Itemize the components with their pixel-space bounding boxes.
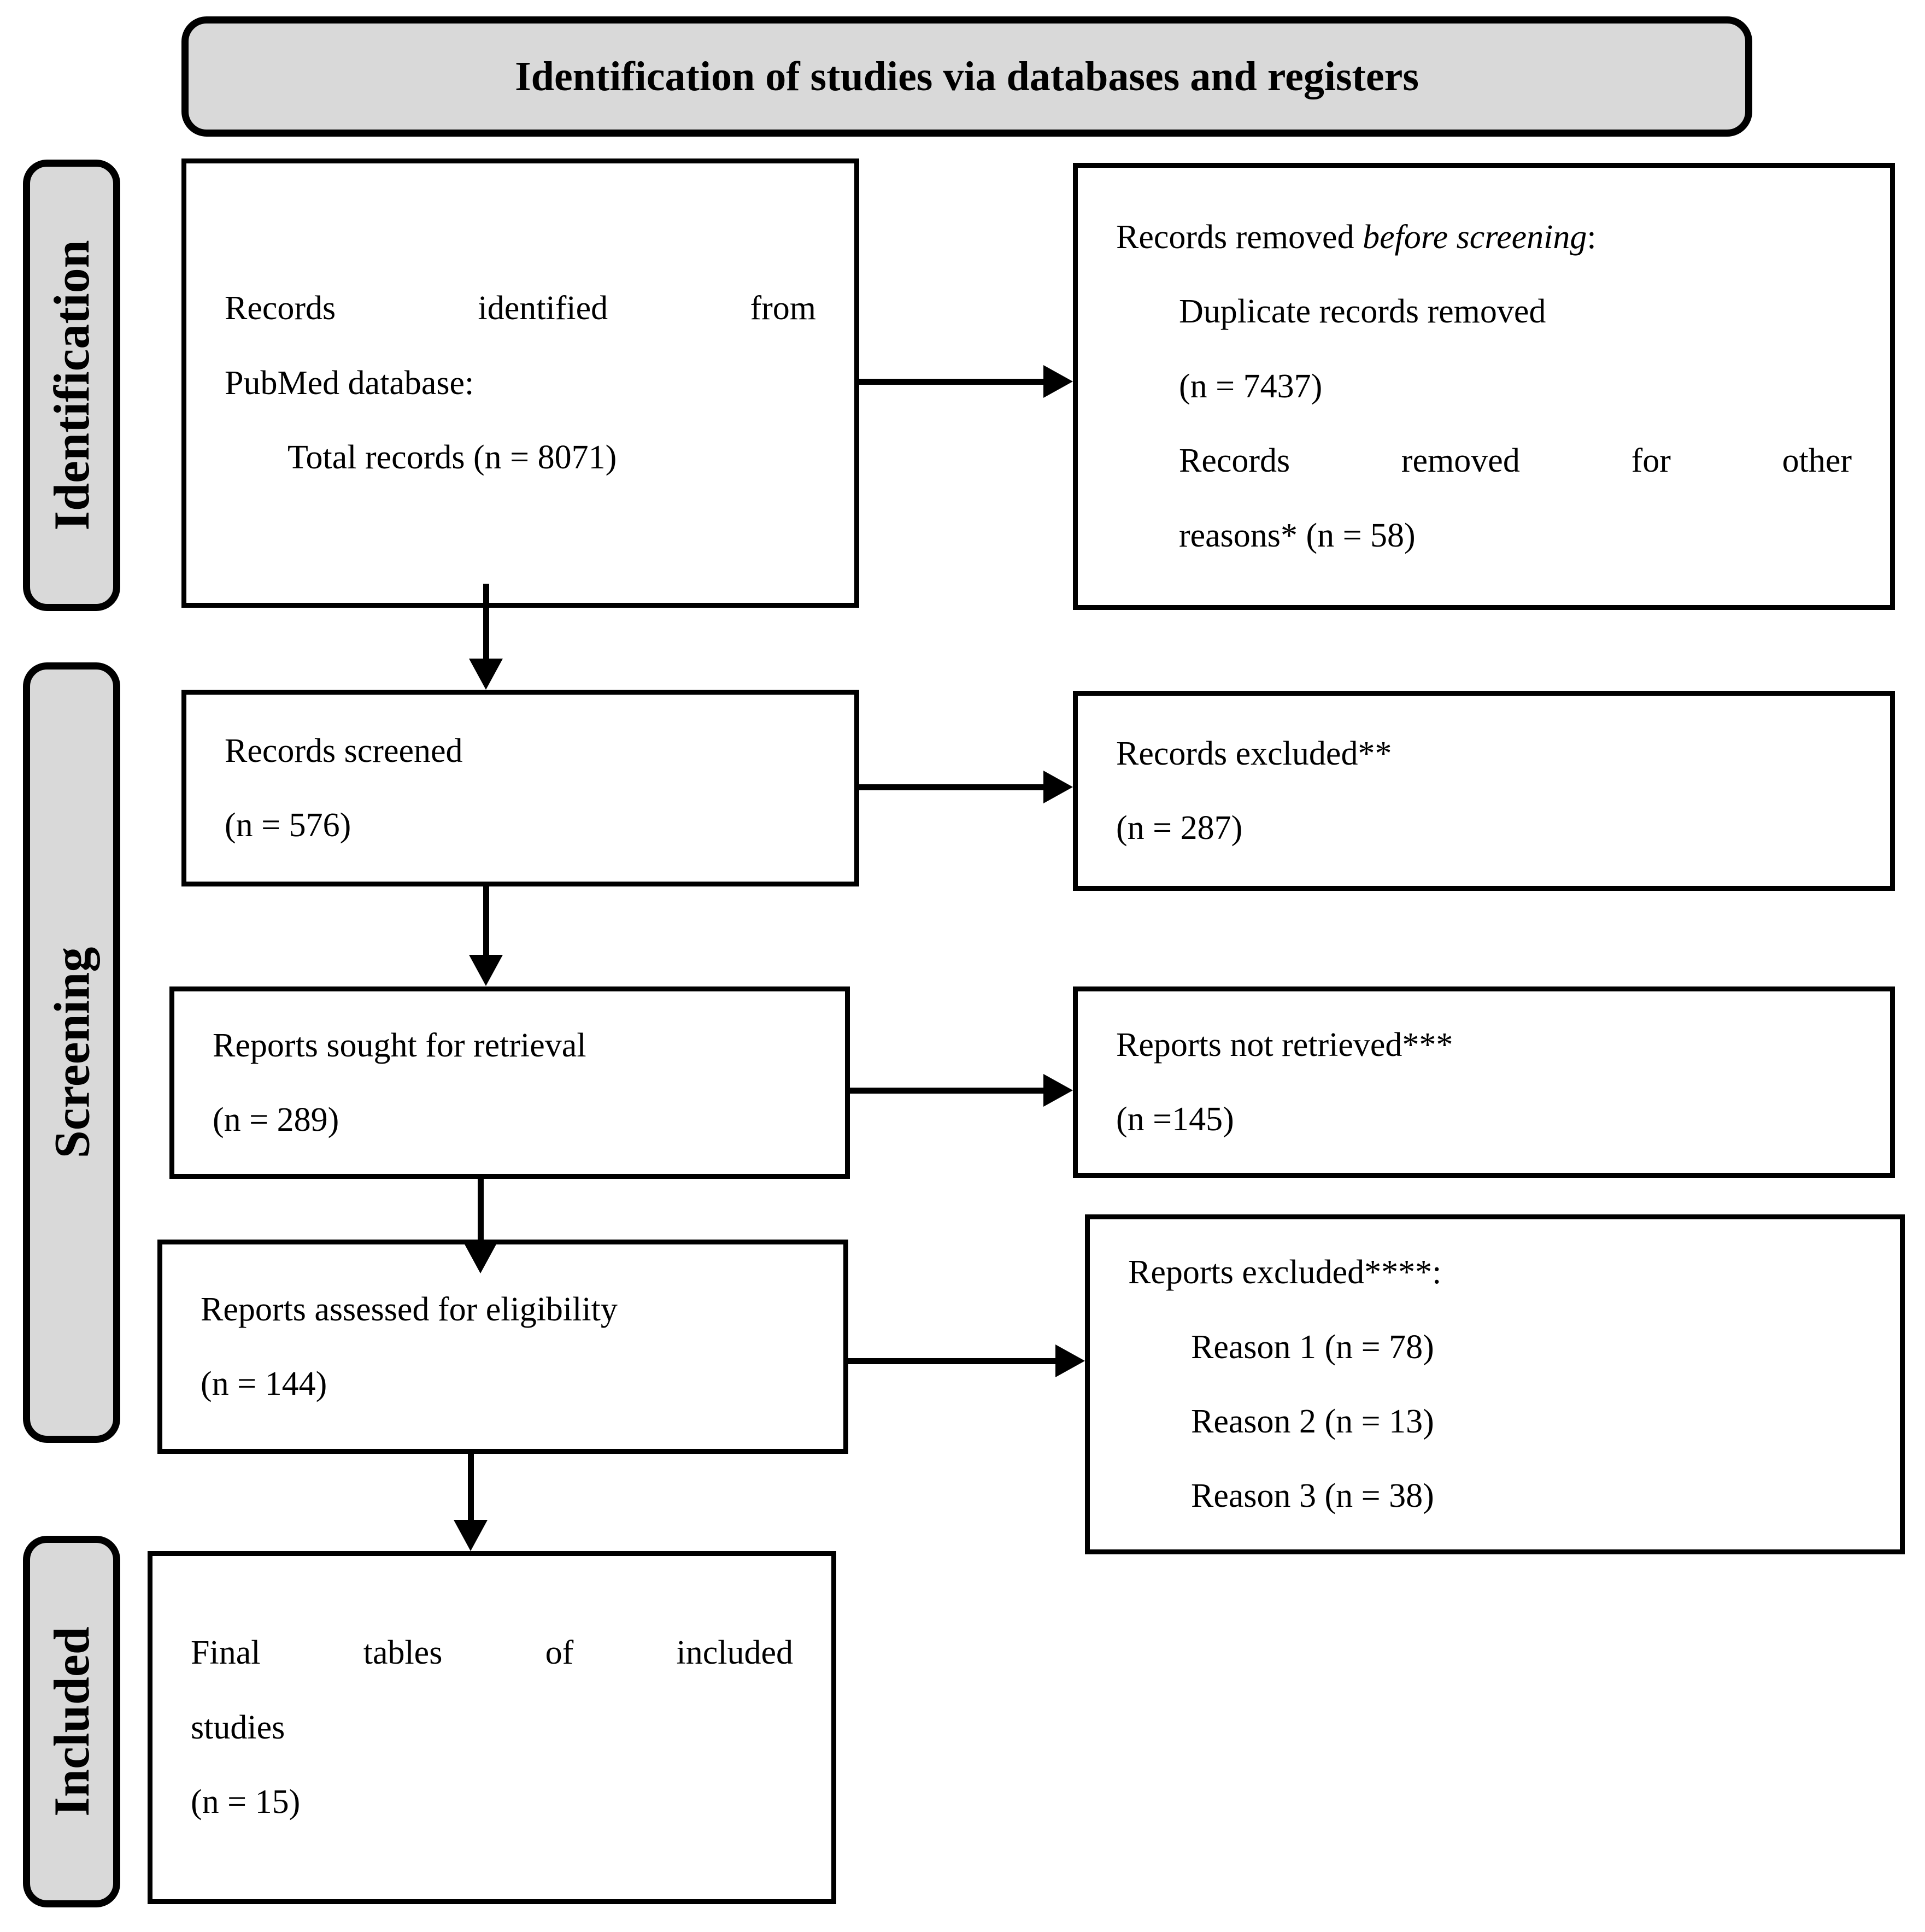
final-tables-line1: Final tables of included bbox=[191, 1634, 793, 1672]
arrow-identified-to-removed bbox=[859, 365, 1073, 398]
box-records-screened: Records screened (n = 576) bbox=[181, 690, 859, 886]
box-records-removed: Records removed before screening: Duplic… bbox=[1073, 163, 1895, 610]
arrow-shaft bbox=[859, 379, 1047, 385]
final-tables-line2: studies bbox=[191, 1708, 285, 1746]
final-tables-line3: (n = 15) bbox=[191, 1783, 301, 1821]
box-reports-excluded: Reports excluded****: Reason 1 (n = 78) … bbox=[1085, 1214, 1905, 1554]
arrow-sought-to-assessed bbox=[463, 1174, 497, 1273]
box-reports-not-retrieved: Reports not retrieved*** (n =145) bbox=[1073, 986, 1895, 1178]
arrow-identified-to-screened bbox=[469, 584, 503, 690]
reports-not-retrieved-line2: (n =145) bbox=[1116, 1101, 1234, 1138]
reports-excluded-line4: Reason 3 (n = 38) bbox=[1191, 1477, 1434, 1515]
title-banner: Identification of studies via databases … bbox=[181, 16, 1752, 137]
arrow-head-icon bbox=[1043, 365, 1073, 398]
records-removed-line5: reasons* (n = 58) bbox=[1179, 516, 1416, 554]
arrow-shaft bbox=[850, 1088, 1047, 1094]
phase-band-included: Included bbox=[23, 1536, 120, 1907]
arrow-head-icon bbox=[463, 1242, 497, 1273]
arrow-screened-to-excluded bbox=[859, 771, 1073, 803]
arrow-shaft bbox=[483, 886, 489, 958]
reports-not-retrieved-line1: Reports not retrieved*** bbox=[1116, 1026, 1453, 1064]
records-removed-line4: Records removed for other bbox=[1179, 442, 1852, 480]
records-removed-line1-suffix: : bbox=[1587, 219, 1597, 256]
phase-band-identification: Identification bbox=[23, 160, 120, 611]
phase-label-identification: Identification bbox=[44, 240, 99, 531]
records-removed-line3: (n = 7437) bbox=[1179, 367, 1323, 405]
arrow-assessed-to-excluded bbox=[848, 1344, 1085, 1377]
records-screened-line1: Records screened bbox=[225, 732, 463, 770]
box-records-excluded: Records excluded** (n = 287) bbox=[1073, 691, 1895, 891]
arrow-head-icon bbox=[1043, 1074, 1073, 1107]
box-records-identified: Records identified from PubMed database:… bbox=[181, 158, 859, 608]
phase-band-screening: Screening bbox=[23, 662, 120, 1443]
reports-assessed-line2: (n = 144) bbox=[201, 1365, 327, 1402]
reports-sought-line1: Reports sought for retrieval bbox=[213, 1026, 586, 1064]
records-removed-line2: Duplicate records removed bbox=[1179, 293, 1546, 331]
arrow-head-icon bbox=[1043, 771, 1073, 803]
arrow-head-icon bbox=[469, 955, 503, 986]
records-excluded-line1: Records excluded** bbox=[1116, 735, 1392, 772]
arrow-head-icon bbox=[454, 1520, 488, 1551]
records-identified-line3: Total records (n = 8071) bbox=[287, 439, 617, 477]
arrow-assessed-to-final bbox=[454, 1449, 488, 1551]
arrow-screened-to-sought bbox=[469, 886, 503, 986]
reports-excluded-line1: Reports excluded****: bbox=[1128, 1254, 1442, 1291]
records-screened-line2: (n = 576) bbox=[225, 807, 351, 844]
arrow-head-icon bbox=[469, 659, 503, 690]
box-reports-sought: Reports sought for retrieval (n = 289) bbox=[169, 986, 850, 1179]
arrow-shaft bbox=[478, 1174, 484, 1245]
reports-excluded-line2: Reason 1 (n = 78) bbox=[1191, 1328, 1434, 1366]
reports-assessed-line1: Reports assessed for eligibility bbox=[201, 1290, 618, 1328]
arrow-shaft bbox=[483, 584, 489, 661]
records-identified-line2: PubMed database: bbox=[225, 364, 474, 402]
diagram-title: Identification of studies via databases … bbox=[515, 53, 1419, 99]
records-removed-line1: Records removed before screening: bbox=[1116, 200, 1852, 274]
reports-sought-line2: (n = 289) bbox=[213, 1101, 339, 1138]
records-removed-line1-italic: before screening bbox=[1363, 219, 1587, 256]
arrow-sought-to-not-retrieved bbox=[850, 1074, 1073, 1107]
arrow-shaft bbox=[848, 1358, 1059, 1364]
records-removed-line1-prefix: Records removed bbox=[1116, 219, 1363, 256]
records-excluded-line2: (n = 287) bbox=[1116, 809, 1243, 847]
box-reports-assessed: Reports assessed for eligibility (n = 14… bbox=[157, 1240, 848, 1454]
arrow-shaft bbox=[859, 784, 1047, 790]
reports-excluded-line3: Reason 2 (n = 13) bbox=[1191, 1403, 1434, 1440]
records-identified-line1: Records identified from bbox=[225, 290, 816, 327]
phase-label-included: Included bbox=[44, 1626, 100, 1817]
box-final-tables: Final tables of included studies (n = 15… bbox=[148, 1551, 836, 1904]
arrow-head-icon bbox=[1055, 1344, 1085, 1377]
arrow-shaft bbox=[468, 1449, 474, 1523]
phase-label-screening: Screening bbox=[44, 947, 100, 1159]
